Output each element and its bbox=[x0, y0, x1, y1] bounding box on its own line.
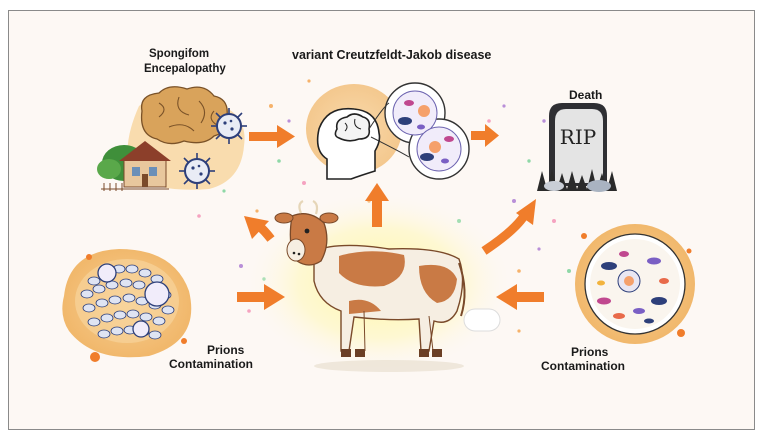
illustration-frame: RIP bbox=[8, 10, 755, 430]
vcjd-illustration bbox=[306, 82, 470, 180]
vcjd-label: variant Creutzfeldt-Jakob disease bbox=[292, 48, 492, 62]
prions-disc-right bbox=[575, 224, 695, 344]
spongiform-label-line1: Spongifom bbox=[149, 48, 210, 60]
arrow-cow-up-left bbox=[244, 216, 275, 242]
prions-contamination-left-line1: Prions bbox=[207, 343, 245, 357]
prions-contamination-right-line1: Prions bbox=[571, 345, 609, 359]
virus-icon-bottom bbox=[179, 153, 215, 189]
prions-disc-left bbox=[62, 249, 192, 362]
tombstone-illustration bbox=[537, 103, 617, 192]
bse-diagram-artwork: RIP bbox=[62, 79, 695, 375]
vcjd-cells-icon bbox=[392, 90, 462, 172]
brain-icon bbox=[140, 86, 229, 145]
arrow-cow-to-death bbox=[481, 199, 536, 255]
human-head-icon bbox=[316, 107, 381, 180]
spongiform-encephalopathy-illustration bbox=[97, 86, 247, 191]
prions-contamination-left-line2: Contamination bbox=[169, 357, 253, 371]
house-icon bbox=[97, 141, 171, 191]
spongiform-label-line2: Encepalopathy bbox=[144, 63, 226, 75]
death-label: Death bbox=[569, 88, 603, 102]
prions-contamination-right-line2: Contamination bbox=[541, 359, 625, 373]
cow-icon bbox=[274, 200, 501, 372]
arrow-left-prions-to-cow bbox=[237, 284, 285, 310]
arrow-right-prions-to-cow bbox=[496, 284, 544, 310]
virus-icon-top bbox=[211, 108, 247, 144]
arrow-cow-up bbox=[365, 183, 389, 227]
tombstone-rip-text: RIP bbox=[560, 125, 596, 149]
arrow-vcjd-to-death bbox=[471, 124, 499, 147]
arrow-spongiform-to-vcjd bbox=[249, 125, 295, 148]
